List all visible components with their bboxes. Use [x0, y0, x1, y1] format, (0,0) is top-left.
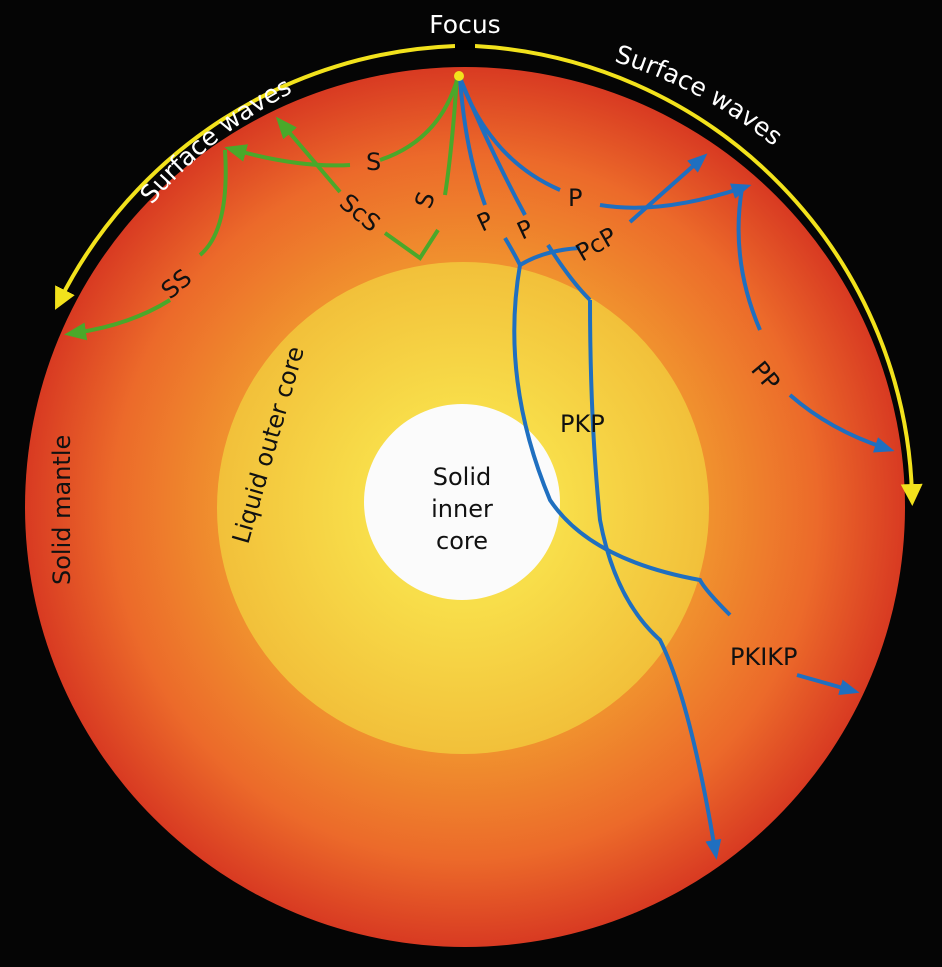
pkikp-label: PKIKP	[730, 643, 798, 671]
inner-core-label-3: core	[436, 527, 488, 555]
s-label-upper: S	[366, 148, 381, 176]
s-wave-upper	[235, 76, 460, 168]
focus-marker	[455, 40, 475, 50]
pcp-reflection	[518, 246, 581, 267]
inner-core-label-2: inner	[431, 495, 493, 523]
s-wave-lower	[443, 76, 459, 196]
ss-wave	[75, 149, 228, 333]
pkp-label: PKP	[560, 410, 605, 438]
pkp-wave-2	[588, 299, 722, 860]
p-label-upper: P	[568, 184, 582, 212]
surface-wave-arrow-left	[55, 44, 456, 310]
pkp-wave-1	[512, 264, 732, 617]
scs-wave	[275, 116, 342, 194]
surface-wave-arrow-right	[474, 44, 923, 506]
pp-wave	[736, 187, 885, 448]
scs-wave-lower	[383, 228, 440, 261]
inner-core-label-1: Solid	[433, 463, 492, 491]
solid-mantle-label: Solid mantle	[48, 435, 76, 585]
pcp-wave	[628, 153, 708, 224]
solid-inner-core	[364, 404, 560, 600]
focus-label: Focus	[429, 10, 500, 39]
focus-point	[454, 71, 464, 81]
pkikp-wave	[796, 673, 860, 695]
